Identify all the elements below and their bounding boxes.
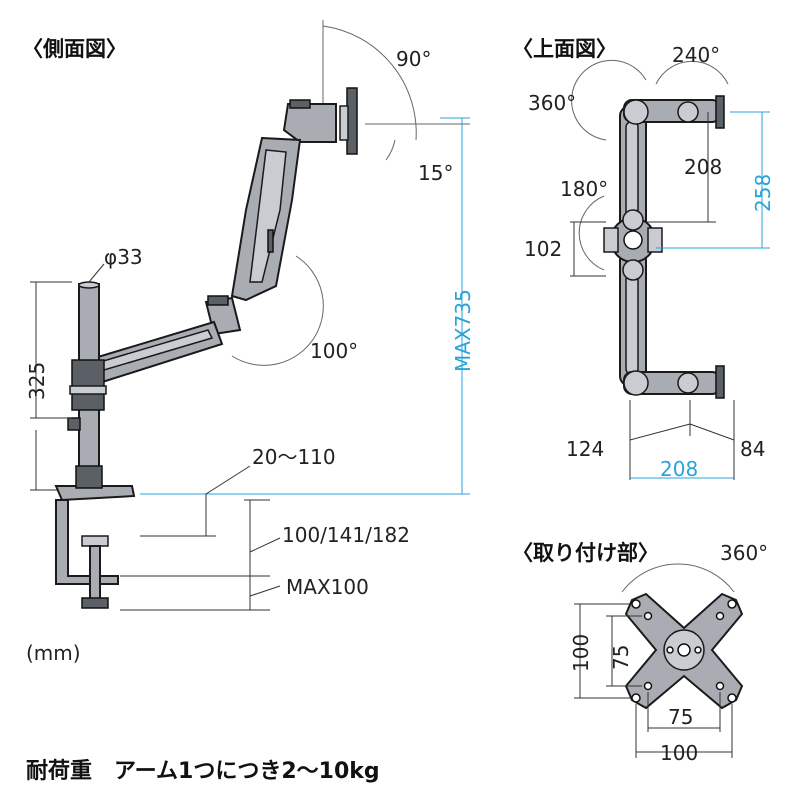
unit-note: (mm)	[26, 641, 81, 665]
clamp-knob	[81, 597, 109, 609]
lower-elbow	[622, 259, 644, 281]
pole-stopper	[67, 417, 81, 431]
max-leader	[249, 585, 281, 597]
hole-75-tl	[643, 611, 653, 621]
depth-leader	[249, 537, 281, 553]
dim-102-label: 102	[524, 237, 562, 261]
side-view: 〈側面図〉 90° 15° 100° φ3	[22, 20, 475, 665]
arm-collar	[71, 359, 105, 411]
hole-75-br	[715, 681, 725, 691]
tilt-up-label: 90°	[396, 47, 431, 71]
clamp-top	[54, 485, 136, 502]
vesa-center-hole	[677, 643, 691, 657]
collar-ring	[69, 385, 107, 395]
pole-diameter-label: φ33	[104, 245, 143, 269]
hole-100-tl	[631, 599, 641, 609]
pole-height-label: 325	[25, 362, 49, 400]
hole-100-bl	[631, 693, 641, 703]
top-view-heading: 〈上面図〉	[512, 37, 617, 61]
dim-124-label: 124	[566, 437, 604, 461]
mount-heading: 〈取り付け部〉	[512, 541, 659, 565]
dim-208-upper-label: 208	[684, 155, 722, 179]
elbow-angle-label: 100°	[310, 339, 358, 363]
load-capacity-note: 耐荷重 アーム1つにつき2〜10kg	[26, 759, 380, 784]
arc-180	[578, 195, 605, 271]
upper-pivot	[623, 99, 649, 125]
cable-clip	[267, 229, 274, 253]
hub-hole-right	[694, 646, 702, 654]
clamp-max-label: MAX100	[286, 575, 369, 599]
hole-100-tr	[727, 599, 737, 609]
clamp-body	[55, 499, 119, 585]
lower-arm-channel	[625, 273, 639, 375]
elbow-cap	[207, 295, 229, 306]
upper-plate	[715, 95, 725, 129]
pole-top	[78, 281, 100, 289]
arc-240	[655, 61, 729, 85]
tilt-up-arc	[322, 25, 417, 141]
center-clamp-right	[647, 227, 663, 253]
elbow-arc	[231, 255, 324, 366]
head-cap	[289, 99, 311, 109]
vesa-outer-v-label: 100	[569, 634, 593, 672]
max-height-label: MAX735	[451, 289, 475, 372]
arc-360	[571, 59, 647, 141]
tilt-down-label: 15°	[418, 161, 453, 185]
clamp-base	[75, 465, 103, 489]
head-joint	[282, 103, 337, 143]
vesa-outer-h-label: 100	[660, 741, 698, 765]
lower-plate	[715, 365, 725, 399]
center-clamp-left	[603, 227, 619, 253]
hole-75-bl	[643, 681, 653, 691]
dim-258-label: 258	[751, 174, 775, 212]
clamp-reach-label: 20〜110	[252, 445, 336, 469]
clamp-depths-label: 100/141/182	[282, 523, 410, 547]
tilt-down-arc	[385, 139, 396, 161]
dim-208-lower-label: 208	[660, 457, 698, 481]
center-pole-hole	[623, 230, 643, 250]
hub-hole-left	[666, 646, 674, 654]
vesa-inner-v-label: 75	[609, 645, 633, 670]
upper-arm-channel	[625, 121, 639, 223]
angle-240-label: 240°	[672, 43, 720, 67]
angle-180-label: 180°	[560, 177, 608, 201]
clamp-jaw	[81, 535, 109, 547]
top-view: 〈上面図〉 360° 240° 180° 208	[512, 37, 775, 481]
rotation-label: 360°	[720, 541, 768, 565]
lower-pivot	[623, 370, 649, 396]
dim-reach-leader	[205, 465, 251, 495]
angle-360-label: 360°	[528, 91, 576, 115]
dim-124-line	[629, 423, 691, 441]
hole-100-br	[727, 693, 737, 703]
hole-75-tr	[715, 611, 725, 621]
vesa-inner-h-label: 75	[668, 705, 693, 729]
clamp-screw	[89, 545, 101, 601]
plate-hinge	[339, 105, 349, 141]
mount-view: 〈取り付け部〉 360° 100 75 75 100	[512, 541, 768, 765]
upper-elbow	[622, 209, 644, 231]
diameter-leader	[88, 263, 105, 283]
rotation-arc	[621, 563, 735, 593]
dim-84-line	[689, 423, 735, 441]
dim-84-label: 84	[740, 437, 765, 461]
lower-swivel	[677, 372, 699, 394]
upper-swivel	[677, 101, 699, 123]
side-view-heading: 〈側面図〉	[22, 37, 127, 61]
